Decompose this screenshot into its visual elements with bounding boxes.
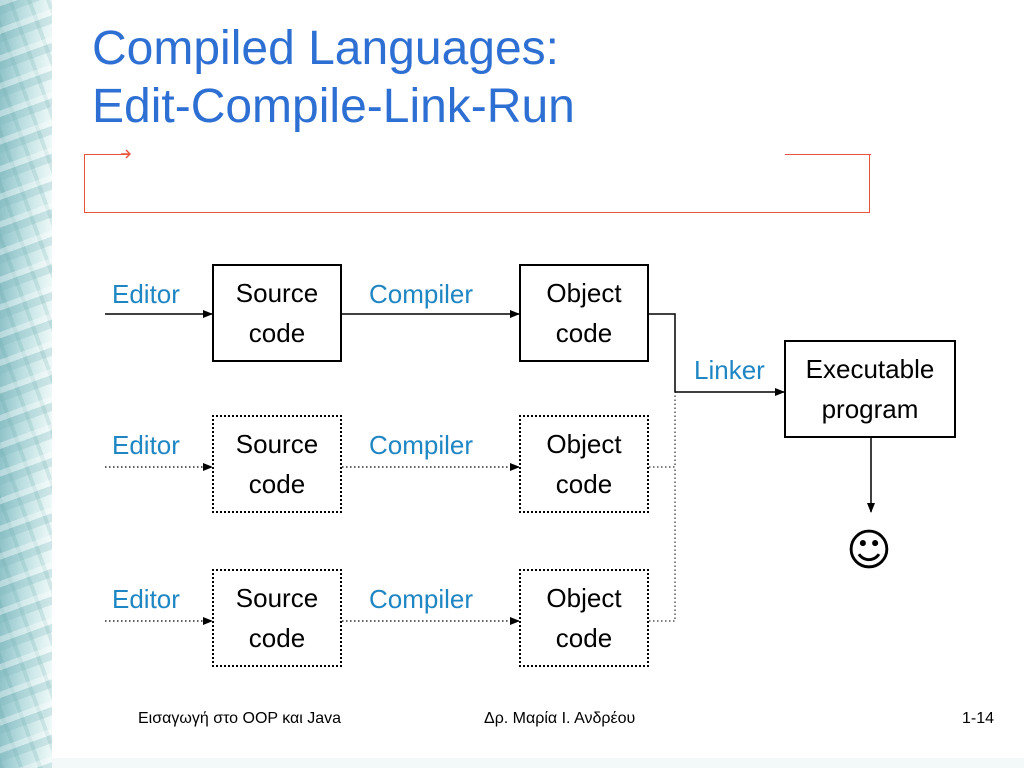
compiler-label-3: Compiler [369, 584, 474, 614]
object-line-2: code [555, 469, 613, 499]
executable-line-2: program [821, 394, 919, 424]
source-line-1: Source [235, 278, 319, 308]
object-code-box-3: Object code [519, 569, 649, 667]
source-code-box-1: Source code [212, 264, 342, 362]
title-underline-box [84, 154, 870, 213]
compiler-label-1: Compiler [369, 279, 474, 309]
title-line-2: Edit-Compile-Link-Run [92, 80, 575, 133]
linker-label: Linker [694, 355, 765, 385]
executable-program-box: Executable program [784, 340, 956, 438]
object-line-1: Object [546, 278, 622, 308]
editor-label-1: Editor [112, 279, 180, 309]
title-underline-left [84, 154, 128, 155]
source-line-1: Source [235, 583, 319, 613]
source-line-2: code [248, 469, 306, 499]
editor-label-3: Editor [112, 584, 180, 614]
linker-connector-1 [649, 313, 676, 392]
bottom-band [52, 758, 1024, 768]
smiley-icon: ☺ [846, 525, 892, 576]
source-line-2: code [248, 318, 306, 348]
object-line-2: code [555, 318, 613, 348]
decorative-sidebar [0, 0, 52, 768]
object-line-2: code [555, 623, 613, 653]
source-code-box-2: Source code [212, 415, 342, 513]
editor-label-2: Editor [112, 430, 180, 460]
source-line-2: code [248, 623, 306, 653]
footer-course-title: Εισαγωγή στο OOP και Java [138, 710, 342, 727]
object-code-box-2: Object code [519, 415, 649, 513]
underline-tick-icon [121, 149, 131, 159]
compiler-label-2: Compiler [369, 430, 474, 460]
source-line-1: Source [235, 429, 319, 459]
object-code-box-1: Object code [519, 264, 649, 362]
executable-line-1: Executable [805, 354, 935, 384]
source-code-box-3: Source code [212, 569, 342, 667]
title-underline-right [785, 154, 871, 155]
object-line-1: Object [546, 429, 622, 459]
linker-connector-3 [649, 467, 676, 622]
footer-page-number: 1-14 [962, 710, 995, 727]
sidebar-texture [0, 0, 52, 768]
linker-connector-2 [649, 392, 676, 468]
title-line-1: Compiled Languages: [92, 22, 559, 75]
object-line-1: Object [546, 583, 622, 613]
footer-author: Δρ. Μαρία Ι. Ανδρέου [484, 710, 636, 727]
slide-title: Compiled Languages: Edit-Compile-Link-Ru… [92, 20, 575, 136]
